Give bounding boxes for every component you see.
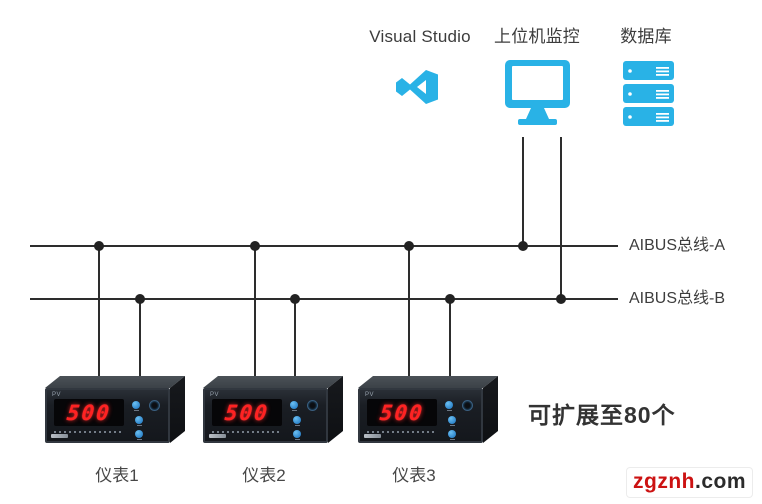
- device-top-face: [358, 376, 498, 388]
- shift-button: [135, 430, 143, 440]
- brand-logo: [209, 434, 226, 438]
- junction-dot: [94, 241, 104, 251]
- pv-label: PV: [210, 392, 220, 398]
- watermark-tld: .com: [694, 470, 746, 493]
- connector-inst3-bus-a: [408, 246, 410, 380]
- scale-ticks: [367, 431, 437, 433]
- device-front-panel: PV 500: [358, 388, 483, 443]
- up-button: [290, 401, 298, 411]
- watermark-name: zgznh: [633, 470, 695, 493]
- bus-b-label: AIBUS总线-B: [629, 290, 726, 307]
- bus-a-label: AIBUS总线-A: [629, 237, 726, 254]
- set-button: [448, 416, 456, 426]
- expand-note: 可扩展至80个: [528, 402, 676, 428]
- up-button: [132, 401, 140, 411]
- instrument-device-3: PV 500: [358, 376, 498, 443]
- device-knob: [149, 400, 160, 411]
- device-top-face: [45, 376, 185, 388]
- visual-studio-label: Visual Studio: [369, 27, 471, 46]
- instrument-3-caption: 仪表3: [392, 466, 436, 485]
- bus-b-line: [30, 298, 618, 300]
- device-knob: [462, 400, 473, 411]
- device-side-face: [483, 376, 498, 443]
- device-front-panel: PV 500: [45, 388, 170, 443]
- connector-inst1-bus-b: [139, 299, 141, 380]
- device-knob: [307, 400, 318, 411]
- watermark: zgznh.com: [626, 467, 753, 498]
- led-display: 500: [54, 399, 124, 426]
- database-label: 数据库: [620, 27, 672, 46]
- bus-a-line: [30, 245, 618, 247]
- set-button: [293, 416, 301, 426]
- instrument-2-caption: 仪表2: [242, 466, 286, 485]
- connector-host-bus-b: [560, 137, 562, 300]
- connector-inst2-bus-a: [254, 246, 256, 380]
- junction-dot: [518, 241, 528, 251]
- up-button: [445, 401, 453, 411]
- brand-logo: [51, 434, 68, 438]
- server-stack-icon: [623, 61, 674, 126]
- brand-logo: [364, 434, 381, 438]
- device-front-panel: PV 500: [203, 388, 328, 443]
- connector-inst1-bus-a: [98, 246, 100, 380]
- junction-dot: [556, 294, 566, 304]
- junction-dot: [250, 241, 260, 251]
- shift-button: [293, 430, 301, 440]
- scale-ticks: [212, 431, 282, 433]
- device-top-face: [203, 376, 343, 388]
- monitor-icon: [505, 60, 570, 125]
- junction-dot: [290, 294, 300, 304]
- device-side-face: [170, 376, 185, 443]
- pv-label: PV: [52, 392, 62, 398]
- junction-dot: [445, 294, 455, 304]
- scale-ticks: [54, 431, 124, 433]
- junction-dot: [135, 294, 145, 304]
- visual-studio-icon: [396, 70, 438, 104]
- host-monitor-label: 上位机监控: [494, 27, 580, 46]
- junction-dot: [404, 241, 414, 251]
- instrument-device-1: PV 500: [45, 376, 185, 443]
- connector-inst2-bus-b: [294, 299, 296, 380]
- instrument-1-caption: 仪表1: [95, 466, 139, 485]
- led-display: 500: [367, 399, 437, 426]
- instrument-device-2: PV 500: [203, 376, 343, 443]
- connector-host-bus-a: [522, 137, 524, 247]
- led-display: 500: [212, 399, 282, 426]
- set-button: [135, 416, 143, 426]
- pv-label: PV: [365, 392, 375, 398]
- connector-inst3-bus-b: [449, 299, 451, 380]
- shift-button: [448, 430, 456, 440]
- device-side-face: [328, 376, 343, 443]
